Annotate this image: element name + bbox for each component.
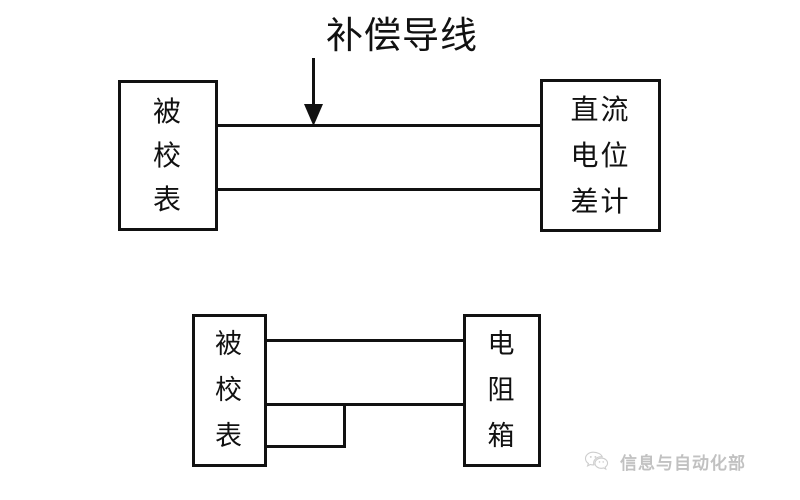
block-label-line: 阻 [487,374,517,406]
block-label-line: 表 [152,182,183,216]
middle-lead-wire [264,403,466,406]
block-label-line: 差计 [570,184,631,218]
block-label-line: 被 [152,94,183,128]
upper-compensating-wire [215,124,543,127]
block-label-line: 校 [215,374,244,406]
wechat-logo-icon [583,448,609,474]
lower-compensating-wire [215,188,543,191]
watermark-text: 信息与自动化部 [620,453,746,474]
dc-potentiometer-block[interactable]: 直流 电位 差计 [540,79,661,232]
block-label-line: 表 [215,420,244,452]
block-label-line: 被 [215,328,244,360]
stub-jumper-wire [343,403,346,448]
block-label-line: 直流 [570,92,631,126]
shorting-stub-wire [264,445,346,448]
device-under-calibration-bottom[interactable]: 被 校 表 [192,314,267,467]
block-label-line: 电 [487,328,517,360]
compensating-wire-label: 补偿导线 [326,14,478,57]
device-under-calibration-top[interactable]: 被 校 表 [118,80,218,231]
block-label-line: 电位 [570,138,631,172]
resistance-box-block[interactable]: 电 阻 箱 [463,314,541,467]
block-label-line: 箱 [487,420,517,452]
down-arrow-icon [296,58,332,128]
block-label-line: 校 [152,138,183,172]
watermark: 信息与自动化部 [583,448,746,474]
upper-lead-wire [264,339,466,342]
